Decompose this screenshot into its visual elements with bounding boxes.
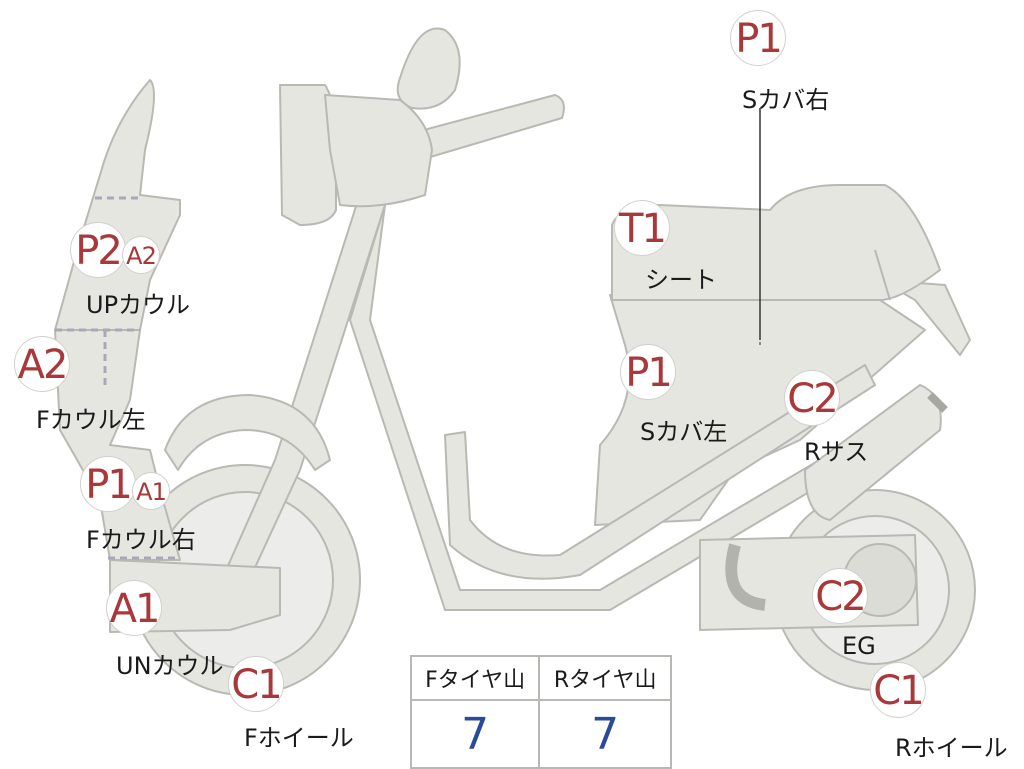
label-r-wheel: Rホイール xyxy=(895,734,1008,762)
header-rear-tire: Rタイヤ山 xyxy=(538,655,672,701)
badge-c1-f-wheel: C1 xyxy=(228,656,284,712)
front-fender xyxy=(164,394,331,471)
handlebar xyxy=(404,94,565,161)
label-r-sus: Rサス xyxy=(804,438,869,466)
badge-p2-up-cowl: P2 xyxy=(70,222,126,278)
label-s-cover-left: Sカバ左 xyxy=(640,418,728,446)
badge-c2-r-sus: C2 xyxy=(784,370,840,426)
badge-c2-eg: C2 xyxy=(812,568,868,624)
head-cover xyxy=(324,94,433,208)
badge-a1-un-cowl: A1 xyxy=(106,580,162,636)
rear-shock xyxy=(804,384,942,521)
label-f-wheel: Fホイール xyxy=(244,724,354,752)
value-rear-tire: 7 xyxy=(538,699,672,769)
exhaust-pipe xyxy=(725,543,766,611)
badge-t1-seat: T1 xyxy=(614,200,670,256)
badge-a2-up-cowl: A2 xyxy=(122,236,160,274)
label-f-cowl-left: Fカウル左 xyxy=(36,406,146,434)
badge-c1-r-wheel: C1 xyxy=(870,662,926,718)
tire-tread-table: Fタイヤ山 Rタイヤ山 7 7 xyxy=(409,655,672,769)
badge-p1-left: P1 xyxy=(620,344,676,400)
badge-p1-right: P1 xyxy=(730,10,786,66)
value-front-tire: 7 xyxy=(409,699,541,769)
label-seat: シート xyxy=(645,266,717,294)
badge-a1-f-cowl-right: A1 xyxy=(132,472,170,510)
rear-fender xyxy=(879,279,971,356)
label-up-cowl: UPカウル xyxy=(86,291,191,319)
badge-p1-f-cowl-right: P1 xyxy=(80,456,136,512)
label-f-cowl-right: Fカウル右 xyxy=(86,526,196,554)
label-eg: EG xyxy=(842,632,876,660)
badge-a2-f-cowl-left: A2 xyxy=(14,336,70,392)
headlight-housing xyxy=(279,84,337,226)
mirror xyxy=(396,27,461,110)
label-un-cowl: UNカウル xyxy=(116,652,224,680)
label-s-cover-right: Sカバ右 xyxy=(742,86,830,114)
header-front-tire: Fタイヤ山 xyxy=(409,655,541,701)
